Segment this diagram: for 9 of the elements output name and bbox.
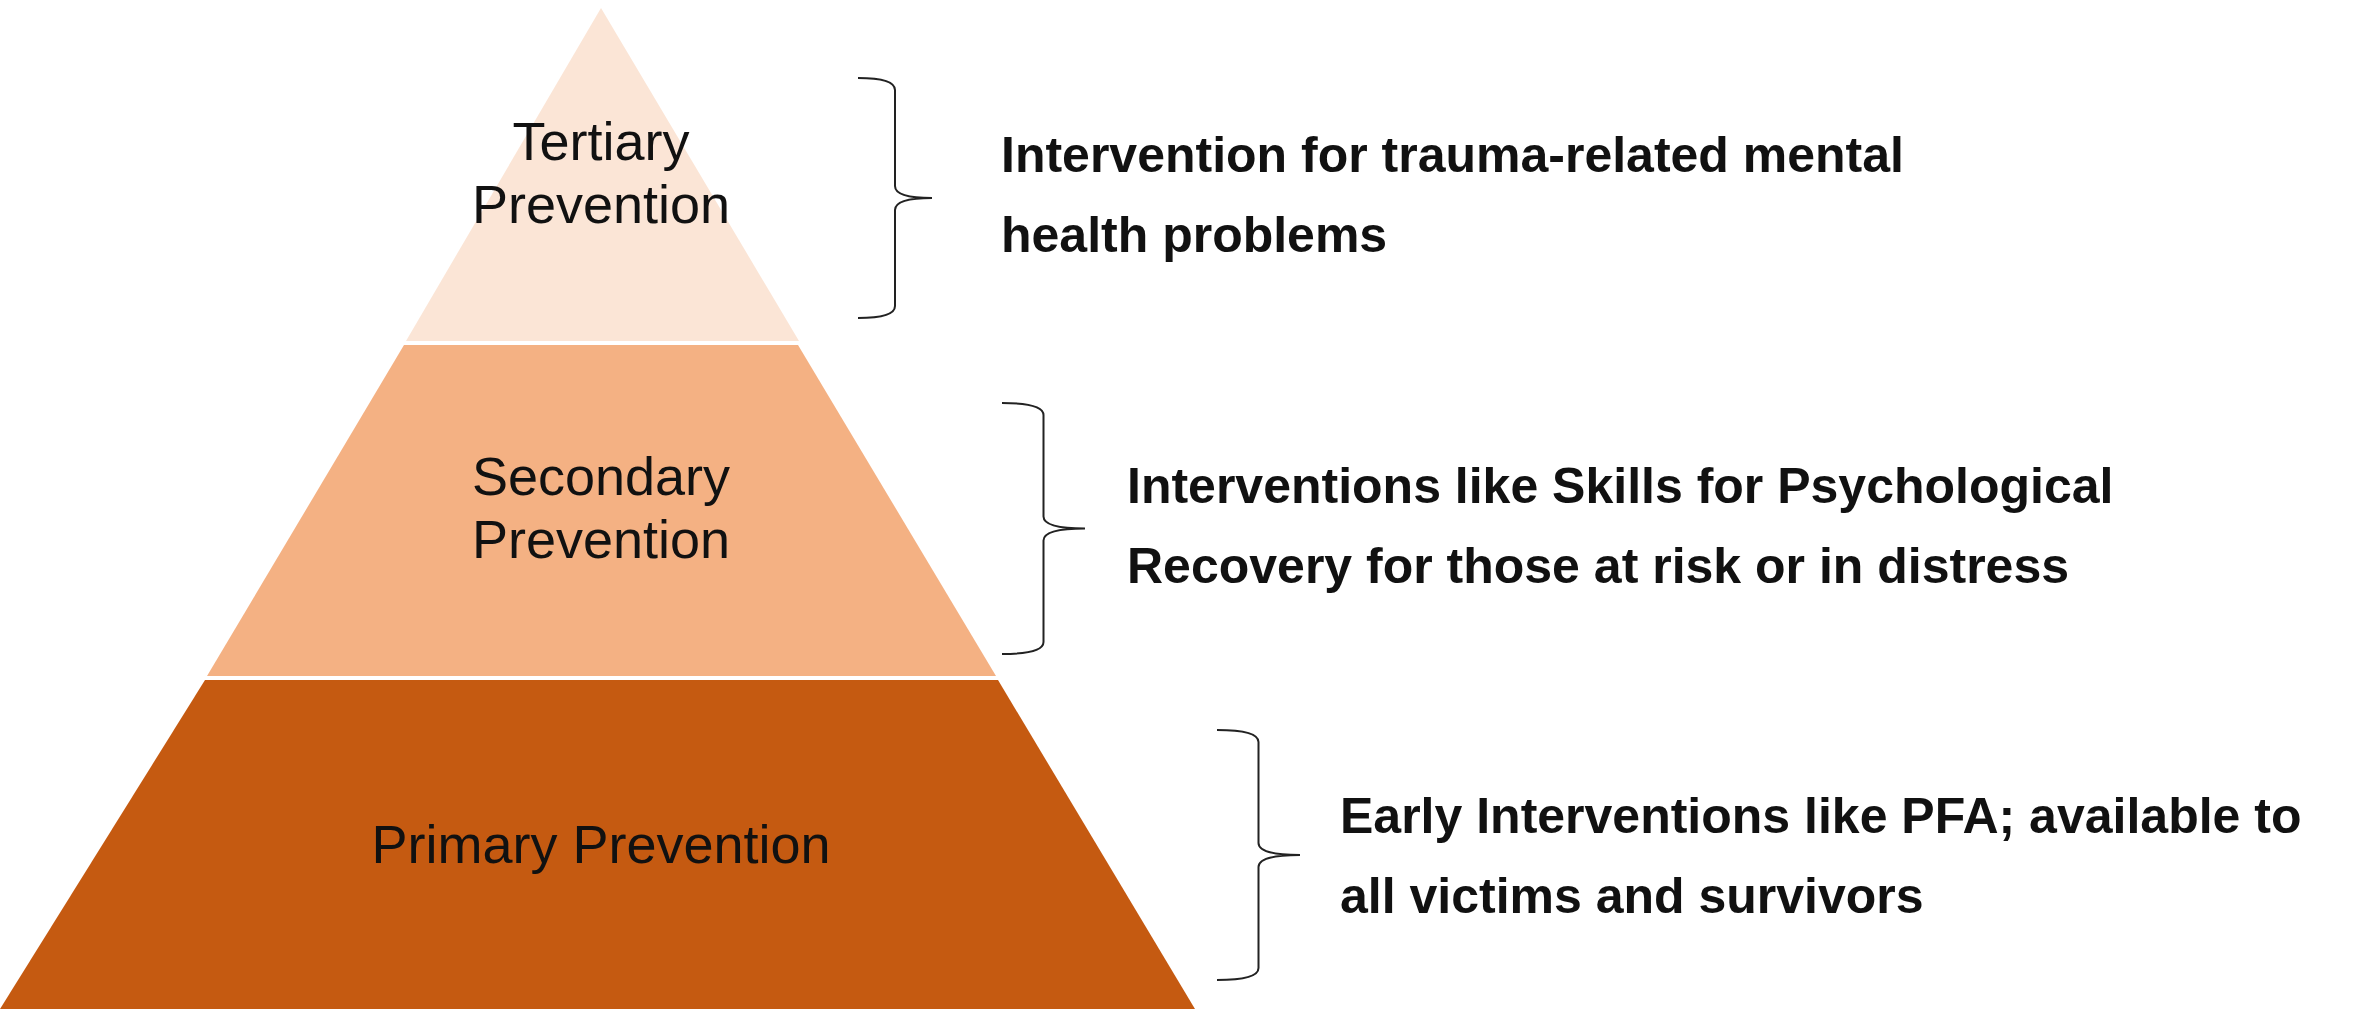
tier-label: Secondary Prevention bbox=[470, 445, 732, 571]
pyramid-tier bbox=[207, 345, 996, 676]
pyramid-tier bbox=[0, 680, 1195, 1009]
description-text: Early Interventions like PFA; available to all victims and survivors bbox=[1340, 787, 2303, 926]
tier-label: Tertiary Prevention bbox=[470, 110, 732, 236]
tier-label: Primary Prevention bbox=[370, 813, 832, 876]
description-text: Interventions like Skills for Psychological Recovery for those at risk or in distress bbox=[1127, 457, 2115, 596]
description-text: Intervention for trauma-related mental health problems bbox=[1001, 126, 1905, 265]
pyramid-tier bbox=[406, 8, 799, 341]
